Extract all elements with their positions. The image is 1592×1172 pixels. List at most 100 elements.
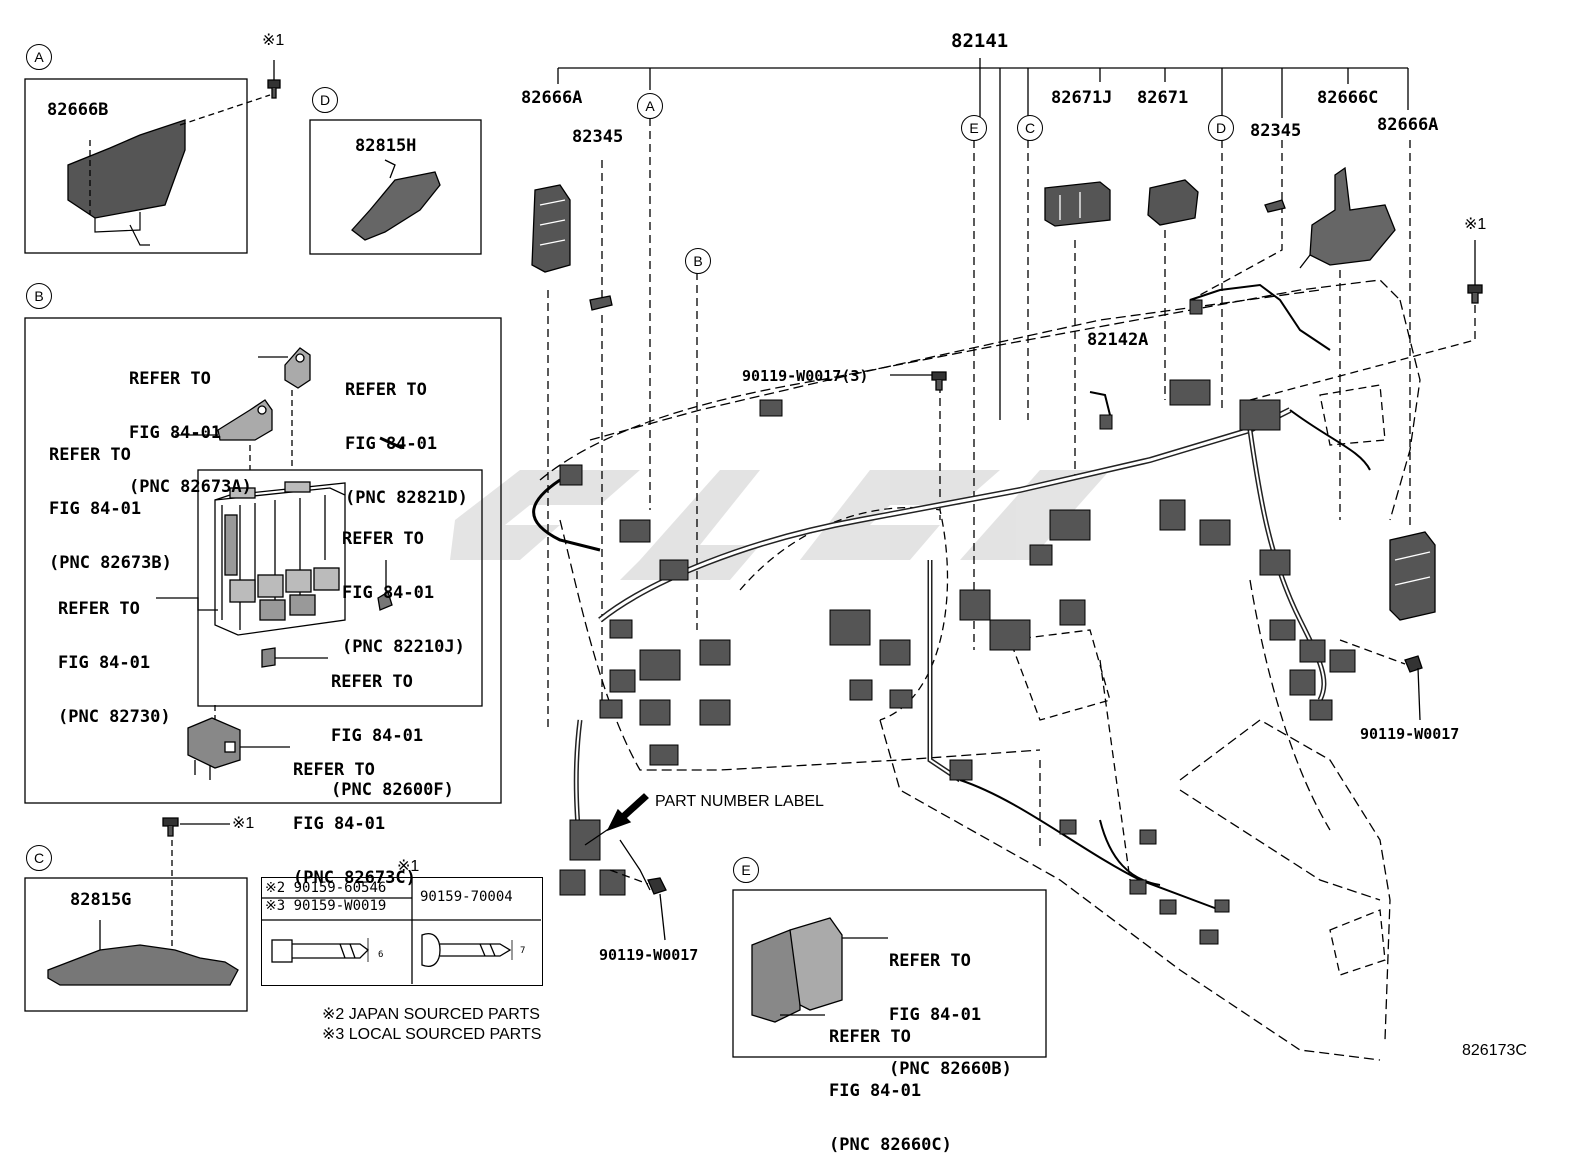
note-mark-1: ※1 — [262, 32, 285, 49]
ref-circle-e-main: E — [961, 115, 987, 141]
refer-line: REFER TO — [342, 529, 424, 549]
ref-circle-c: C — [26, 845, 52, 871]
part-82815h-label: 82815H — [355, 136, 417, 156]
refer-line: FIG 84-01 — [58, 653, 151, 673]
bolt-right-label: 90119-W0017 — [1360, 725, 1460, 743]
dimension-label: 6 — [378, 950, 384, 960]
table-cell: ※3 90159-W0019 — [265, 898, 387, 914]
bolt-icon — [1467, 240, 1483, 304]
table-cell: ※2 90159-60546 — [265, 880, 387, 896]
switch-82666a-left-drawing — [531, 184, 571, 273]
bolt-icon — [890, 371, 947, 391]
refer-line: (PNC 82660B) — [889, 1059, 1012, 1079]
instrument-panel-drawing — [532, 58, 1476, 1061]
refer-line: (PNC 82673C) — [293, 868, 416, 888]
figure-id: 826173C — [1462, 1042, 1527, 1059]
refer-82210j: REFER TO FIG 84-01 (PNC 82210J) — [342, 494, 465, 674]
ref-circle-c-main: C — [1017, 115, 1043, 141]
ref-circle-b-main: B — [685, 248, 711, 274]
refer-line: (PNC 82821D) — [345, 488, 468, 508]
relay-block-drawing — [214, 481, 346, 636]
connector-82673c-drawing — [187, 705, 290, 780]
switch-82671j-drawing — [1044, 181, 1111, 227]
part-82345-right-label: 82345 — [1250, 121, 1302, 141]
part-82666b-label: 82666B — [47, 100, 109, 120]
part-number-label-note: PART NUMBER LABEL — [655, 793, 824, 810]
refer-82821d: REFER TO FIG 84-01 (PNC 82821D) — [345, 345, 468, 525]
part-82815g-label: 82815G — [70, 890, 132, 910]
ref-circle-a: A — [26, 44, 52, 70]
detail-box-b — [24, 317, 502, 804]
refer-82673c: REFER TO FIG 84-01 (PNC 82673C) — [293, 725, 416, 905]
refer-line: REFER TO — [129, 369, 211, 389]
note-mark-1: ※1 — [232, 815, 255, 832]
refer-line: REFER TO — [58, 599, 140, 619]
note-local-sourced: ※3 LOCAL SOURCED PARTS — [322, 1026, 542, 1043]
bolt-icon — [421, 933, 513, 967]
arrow-icon — [584, 793, 649, 846]
part-82666c-label: 82666C — [1317, 88, 1379, 108]
pin-82821d-drawing — [379, 436, 403, 450]
refer-line: REFER TO — [49, 445, 131, 465]
connector-pair-drawing — [751, 917, 888, 1023]
refer-line: FIG 84-01 — [331, 726, 424, 746]
bolt-icon — [271, 938, 369, 963]
refer-82730: REFER TO FIG 84-01 (PNC 82730) — [58, 564, 171, 744]
ref-circle-b: B — [26, 283, 52, 309]
refer-line: REFER TO — [829, 1027, 911, 1047]
ref-circle-a-main: A — [637, 93, 663, 119]
refer-line: REFER TO — [293, 760, 375, 780]
connector-82673b-drawing — [175, 399, 273, 470]
bolt-icon — [267, 60, 281, 99]
refer-82673b: REFER TO FIG 84-01 (PNC 82673B) — [49, 410, 172, 590]
detail-box-c — [24, 817, 248, 1012]
clip-82345-left-drawing — [589, 295, 613, 311]
bolt-spec-table: ※2 90159-60546 ※3 90159-W0019 90159-7000… — [261, 877, 543, 986]
note-mark-1: ※1 — [397, 858, 420, 875]
refer-line: (PNC 82673A) — [129, 477, 252, 497]
refer-line: FIG 84-01 — [293, 814, 386, 834]
ref-circle-d: D — [312, 87, 338, 113]
refer-82673a: REFER TO FIG 84-01 (PNC 82673A) — [129, 334, 252, 514]
refer-line: REFER TO — [345, 380, 427, 400]
bracket-82815h-drawing — [351, 159, 441, 241]
refer-line: FIG 84-01 — [49, 499, 142, 519]
refer-line: FIG 84-01 — [129, 423, 222, 443]
part-82142a-label: 82142A — [1087, 330, 1149, 350]
refer-line: REFER TO — [889, 951, 971, 971]
refer-line: (PNC 82600F) — [331, 780, 454, 800]
refer-line: (PNC 82673B) — [49, 553, 172, 573]
part-82671-label: 82671 — [1137, 88, 1189, 108]
refer-line: (PNC 82660C) — [829, 1135, 952, 1155]
refer-line: FIG 84-01 — [345, 434, 438, 454]
refer-82660c: REFER TO FIG 84-01 (PNC 82660C) — [829, 992, 952, 1172]
dimension-label: 7 — [520, 946, 526, 956]
note-mark-1: ※1 — [1464, 216, 1487, 233]
harness-82142a-drawing — [1089, 391, 1111, 416]
connector-82673a-drawing — [258, 347, 311, 470]
bolt-icon — [162, 817, 230, 837]
bolt-bottom-label: 90119-W0017 — [599, 946, 699, 964]
refer-line: REFER TO — [331, 672, 413, 692]
ref-circle-e: E — [733, 857, 759, 883]
refer-line: (PNC 82730) — [58, 707, 171, 727]
watermark-logo — [450, 470, 1110, 580]
main-part-number: 82141 — [951, 30, 1009, 52]
bracket-82666c-drawing — [1299, 166, 1396, 269]
bolt-icon — [1339, 639, 1423, 721]
ref-circle-d-main: D — [1208, 115, 1234, 141]
refer-line: FIG 84-01 — [829, 1081, 922, 1101]
bolt-center-label: 90119-W0017(3) — [742, 367, 869, 385]
clip-82345-right-drawing — [1264, 199, 1286, 213]
part-82666a-right-label: 82666A — [1377, 115, 1439, 135]
clip-82210j-drawing — [377, 560, 393, 611]
bracket-82815g-drawing — [47, 830, 239, 986]
bracket-82666b-drawing — [67, 94, 271, 246]
refer-line: FIG 84-01 — [342, 583, 435, 603]
bolt-icon — [609, 869, 667, 941]
note-japan-sourced: ※2 JAPAN SOURCED PARTS — [322, 1006, 540, 1023]
wiring-diagram-drawing — [24, 58, 1483, 1061]
detail-box-d — [309, 119, 482, 255]
refer-line: FIG 84-01 — [889, 1005, 982, 1025]
switch-82666a-right-drawing — [1389, 531, 1436, 621]
